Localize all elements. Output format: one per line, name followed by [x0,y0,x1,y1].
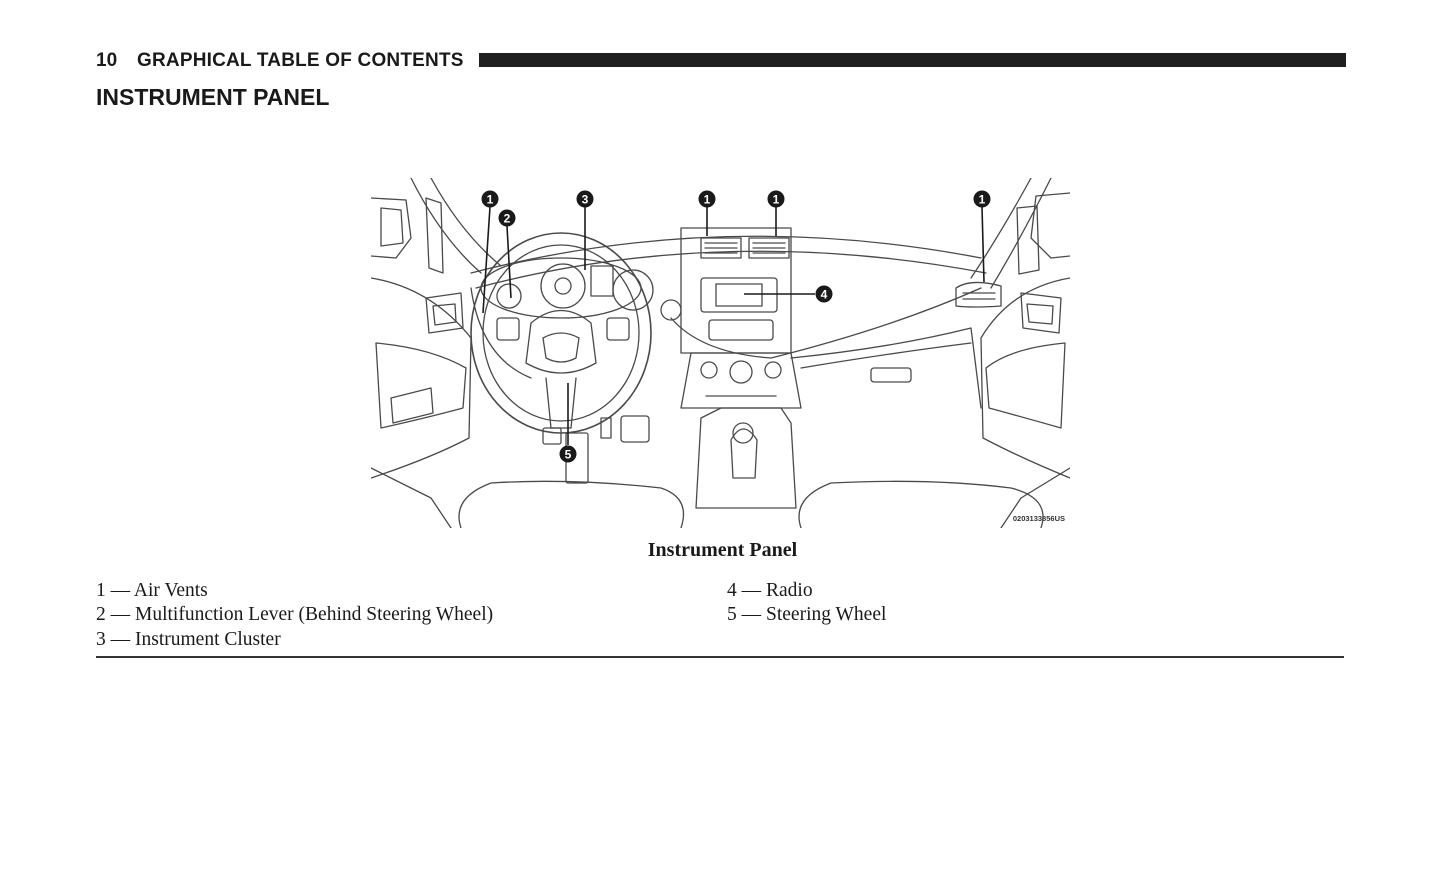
legend-item: 2 — Multifunction Lever (Behind Steering… [96,604,494,626]
callout-multifunction-lever: 2 [498,209,516,227]
svg-text:1: 1 [704,193,711,207]
running-head: GRAPHICAL TABLE OF CONTENTS [137,50,464,71]
callout-air-vents-1: 1 [481,190,499,208]
callout-radio: 4 [815,285,833,303]
svg-text:2: 2 [504,212,511,226]
page-header: 10 GRAPHICAL TABLE OF CONTENTS [96,48,1346,74]
callout-instrument-cluster: 3 [576,190,594,208]
svg-text:4: 4 [821,288,828,302]
image-code: 0203133856US [1013,514,1065,523]
svg-text:1: 1 [979,193,986,207]
legend-item: 1 — Air Vents [96,580,208,601]
header-bar [479,53,1346,67]
svg-text:5: 5 [565,448,572,462]
legend-item: 5 — Steering Wheel [727,604,887,626]
section-title: INSTRUMENT PANEL [96,84,330,110]
page-number: 10 [96,50,118,71]
instrument-panel-illustration: 1 2 3 1 1 1 4 5 0203133856US [371,178,1070,528]
svg-text:1: 1 [773,193,780,207]
legend-item: 3 — Instrument Cluster [96,628,281,650]
callout-air-vents-2: 1 [698,190,716,208]
callout-air-vents-3: 1 [767,190,785,208]
callout-steering-wheel: 5 [559,445,577,463]
legend-item: 4 — Radio [727,580,813,601]
svg-text:3: 3 [582,193,589,207]
legend-right: 4 — Radio 5 — Steering Wheel [727,579,886,628]
svg-text:1: 1 [487,193,494,207]
callout-air-vents-4: 1 [973,190,991,208]
divider [96,656,1344,658]
legend-left: 1 — Air Vents 2 — Multifunction Lever (B… [96,579,493,652]
figure-caption: Instrument Panel [647,539,798,561]
